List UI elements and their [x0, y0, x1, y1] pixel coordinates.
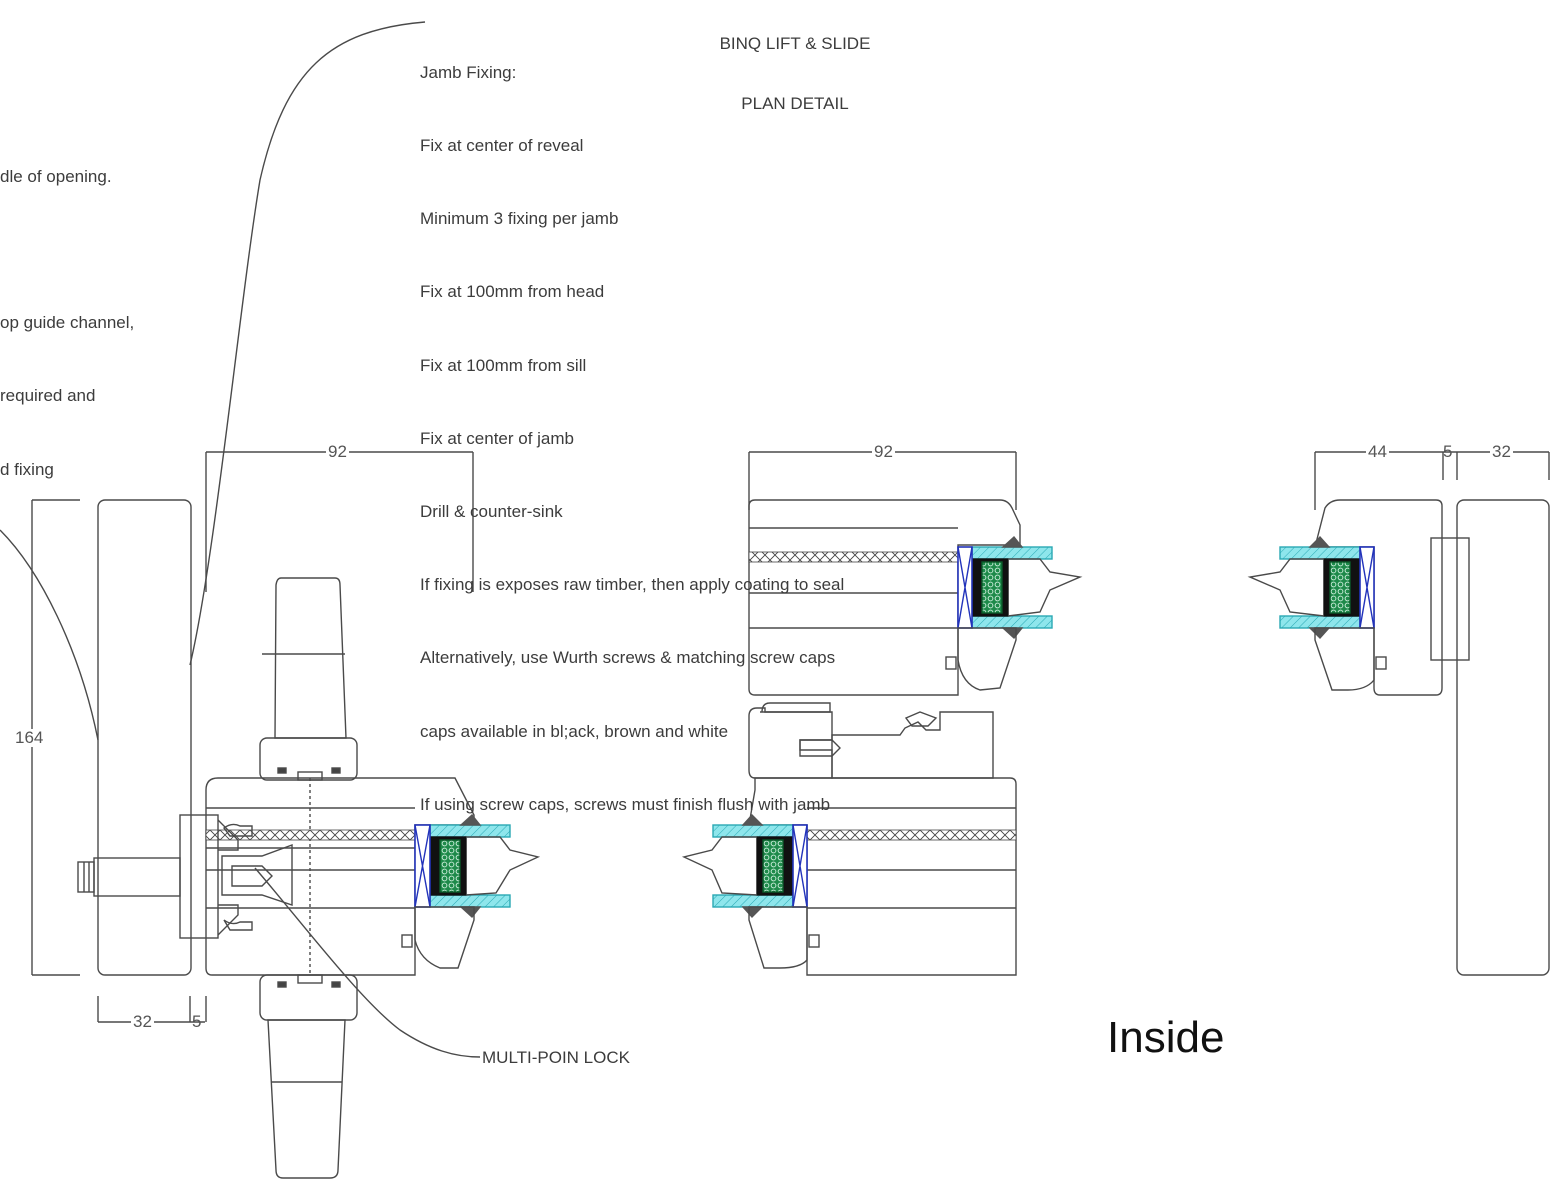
- glazing-center-upper: [957, 535, 1083, 640]
- glazing-left: [414, 813, 541, 919]
- lock-leader: [254, 867, 481, 1058]
- multi-point-lock-label: MULTI-POIN LOCK: [482, 1048, 630, 1067]
- jamb-fixing-line: Alternatively, use Wurth screws & matchi…: [420, 648, 836, 668]
- lock-mechanism: [221, 843, 293, 906]
- jamb-fixing-line: If fixing is exposes raw timber, then ap…: [420, 575, 845, 595]
- dim-label-5-bottom: 5: [192, 1012, 202, 1031]
- jamb-fixing-leader: [189, 21, 426, 666]
- handle-bottom: [267, 1019, 346, 1179]
- dim-label-164: 164: [13, 728, 46, 747]
- left-note-line: op guide channel,: [0, 313, 135, 333]
- handle-top: [274, 577, 347, 739]
- left-note-line: d fixing: [0, 459, 54, 479]
- handle-rose-top: [259, 737, 358, 781]
- glazing-right: [1247, 535, 1375, 640]
- inside-label: Inside: [1107, 1013, 1225, 1062]
- dim-label-44: 44: [1366, 442, 1389, 461]
- right-sash: [1314, 499, 1443, 696]
- left-note-line: [0, 238, 134, 262]
- lock-bolt-end: [77, 861, 95, 893]
- dim-label-32-bottom: 32: [131, 1012, 154, 1031]
- dim-44-5-32: [1314, 451, 1550, 510]
- lock-bolt: [93, 857, 181, 897]
- jamb-fixing-line: Fix at 100mm from head: [420, 282, 605, 302]
- jamb-fixing-line: caps available in bl;ack, brown and whit…: [420, 721, 729, 741]
- drawing-title: BINQ LIFT & SLIDE PLAN DETAIL: [700, 0, 890, 134]
- left-note-leader: [0, 529, 99, 741]
- left-note: dle of opening. op guide channel, requir…: [0, 116, 134, 506]
- jamb-fixing-line: Drill & counter-sink: [420, 502, 563, 522]
- interlock: [760, 702, 831, 713]
- jamb-fixing-note: Jamb Fixing: Fix at center of reveal Min…: [420, 12, 844, 842]
- jamb-fixing-line: Fix at center of reveal: [420, 136, 584, 156]
- jamb-fixing-line: Fix at 100mm from sill: [420, 355, 587, 375]
- jamb-fixing-line: Minimum 3 fixing per jamb: [420, 209, 619, 229]
- title-line-1: BINQ LIFT & SLIDE: [719, 34, 871, 53]
- dim-label-92-center: 92: [872, 442, 895, 461]
- title-line-2: PLAN DETAIL: [741, 94, 849, 113]
- glazing-center-lower: [681, 813, 808, 919]
- dim-label-32-right: 32: [1490, 442, 1513, 461]
- dim-label-92-left: 92: [326, 442, 349, 461]
- center-upper-sash: [748, 499, 1021, 696]
- dim-label-5-right: 5: [1443, 442, 1453, 461]
- left-note-line: required and: [0, 386, 96, 406]
- jamb-fixing-heading: Jamb Fixing:: [420, 62, 517, 82]
- right-jamb: [1456, 499, 1550, 976]
- left-note-line: dle of opening.: [0, 166, 112, 186]
- jamb-fixing-line: Fix at center of jamb: [420, 428, 575, 448]
- right-keeper: [1430, 537, 1470, 661]
- left-jamb: [97, 499, 192, 976]
- handle-rose-bottom: [259, 974, 358, 1021]
- jamb-fixing-line: If using screw caps, screws must finish …: [420, 794, 831, 814]
